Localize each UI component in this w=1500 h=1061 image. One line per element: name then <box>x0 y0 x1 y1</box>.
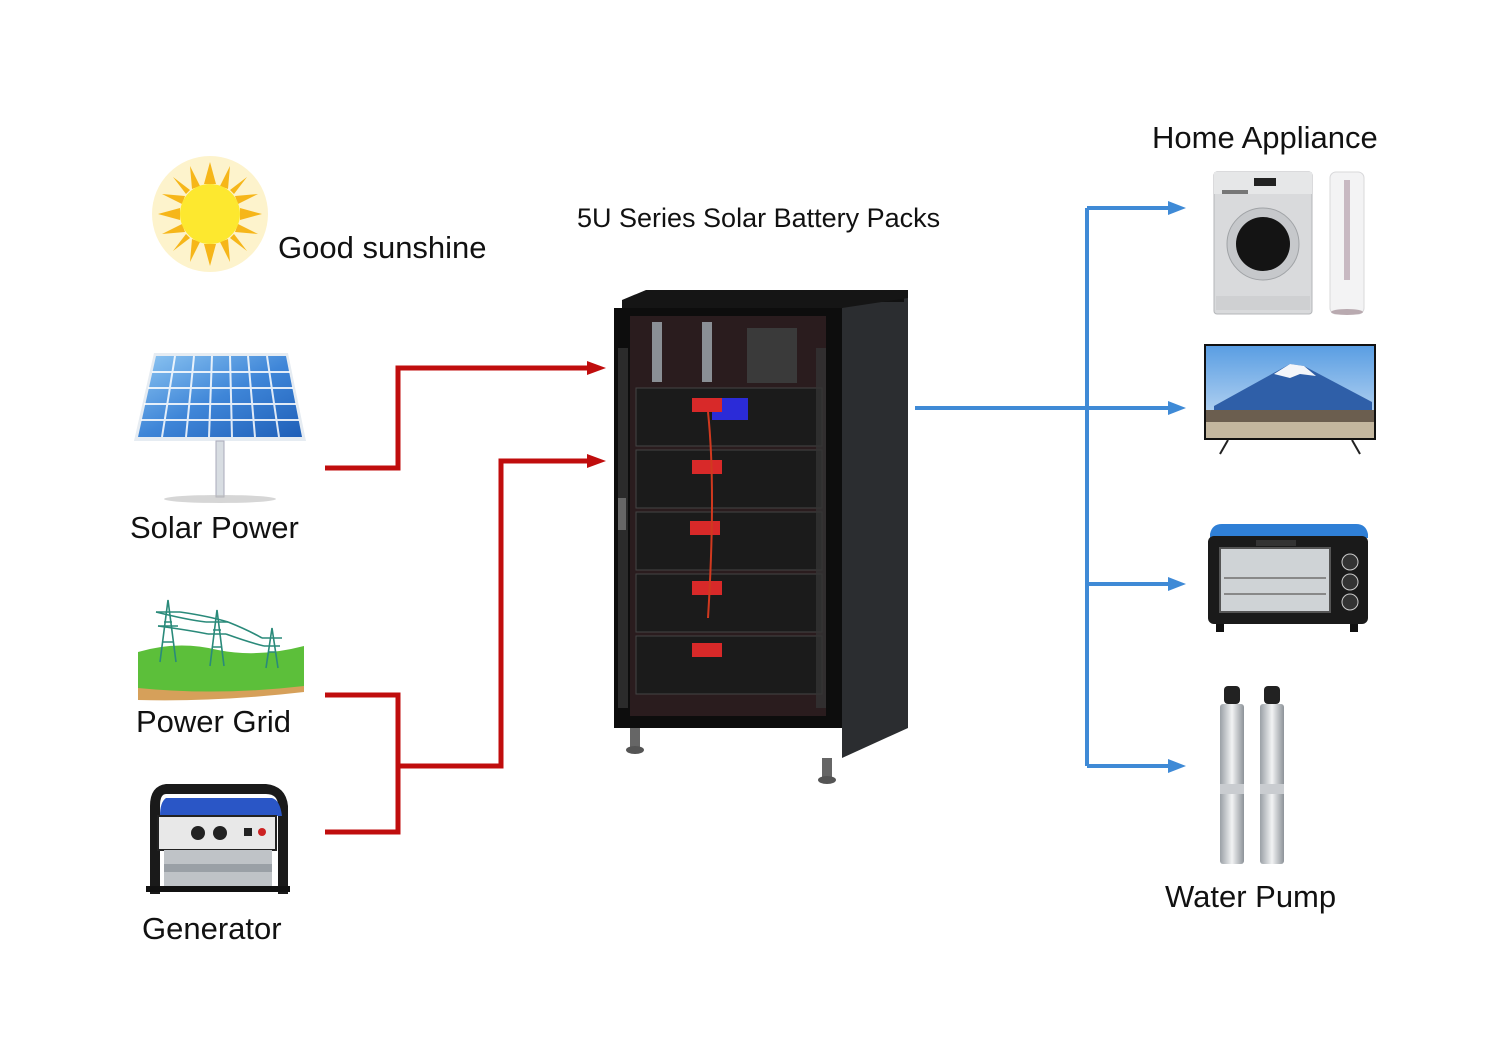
diagram-title: 5U Series Solar Battery Packs <box>577 203 941 233</box>
battery-modules <box>635 387 823 695</box>
source-label-solar: Solar Power <box>130 510 299 545</box>
condition-label-sunshine: Good sunshine <box>278 230 487 265</box>
arrowhead-tv <box>1168 401 1186 415</box>
arrowhead-oven <box>1168 577 1186 591</box>
battery-rack-icon <box>614 290 908 784</box>
sun-icon <box>152 156 268 272</box>
arrowhead-pump <box>1168 759 1186 773</box>
tv-icon <box>1204 344 1376 455</box>
washing-machine-icon <box>1213 171 1365 315</box>
load-label-water-pump: Water Pump <box>1165 879 1337 914</box>
power-grid-icon <box>138 599 304 701</box>
source-label-grid: Power Grid <box>136 704 292 739</box>
merged-input-line <box>398 458 590 769</box>
solar-panel-icon <box>134 353 306 503</box>
arrowhead-input-2 <box>587 454 606 468</box>
arrowhead-appliance <box>1168 201 1186 215</box>
loads-header: Home Appliance <box>1152 120 1378 155</box>
arrowhead-input-1 <box>587 361 606 375</box>
water-pump-icon <box>1220 686 1284 864</box>
generator-icon <box>146 784 290 894</box>
oven-icon <box>1208 524 1368 632</box>
solar-to-battery-line <box>325 365 590 471</box>
source-label-generator: Generator <box>142 911 282 946</box>
